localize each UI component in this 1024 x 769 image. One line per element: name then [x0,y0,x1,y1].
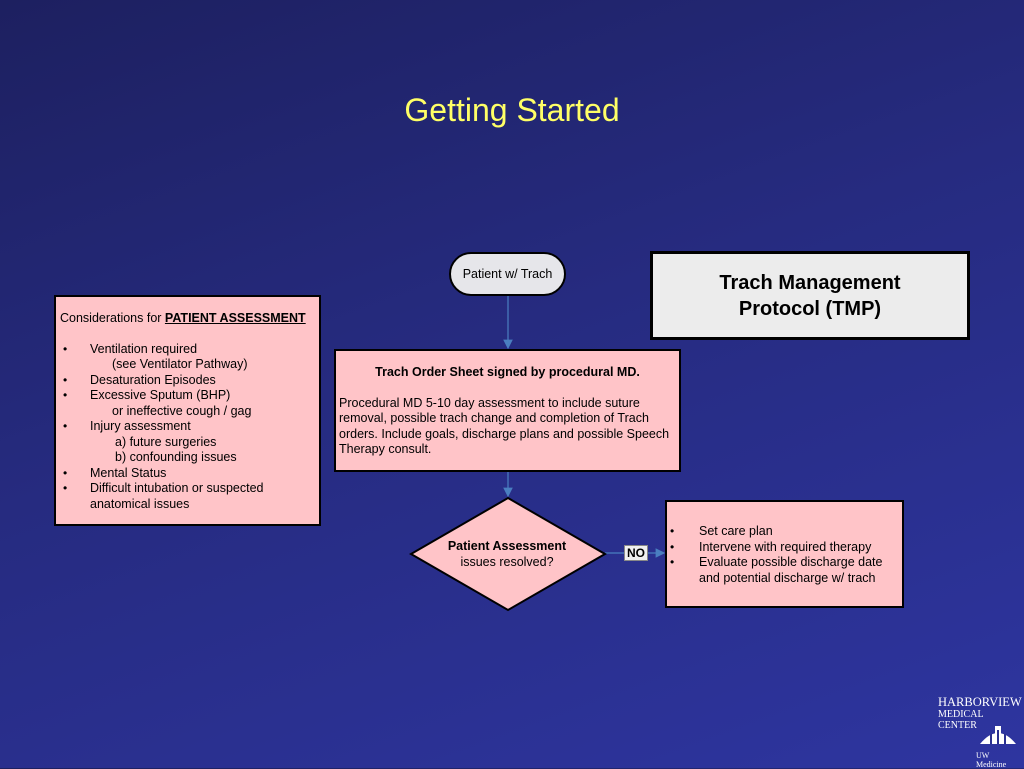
care-plan-list: Set care plan Intervene with required th… [667,524,898,586]
list-item: Difficult intubation or suspectedanatomi… [60,481,315,512]
order-sheet-heading: Trach Order Sheet signed by procedural M… [375,365,640,379]
tmp-line2: Protocol (TMP) [738,297,882,320]
order-sheet-body: Procedural MD 5-10 day assessment to inc… [339,395,670,457]
harborview-logo: HARBORVIEW MEDICAL CENTER UW Medicine [938,695,1022,769]
logo-line3: CENTER [938,720,977,731]
tmp-line1: Trach Management [719,271,901,294]
list-item: Ventilation required(see Ventilator Path… [60,342,315,373]
patient-assessment-label: PATIENT ASSESSMENT [164,311,306,325]
logo-line2: MEDICAL [938,709,984,720]
logo-line1: HARBORVIEW [938,695,1022,709]
tmp-title-box: Trach Management Protocol (TMP) [650,251,970,340]
considerations-intro: Considerations for PATIENT ASSESSMENT [60,311,306,325]
list-item: Mental Status [60,466,315,482]
care-plan-box: Set care plan Intervene with required th… [665,500,904,608]
list-item: Excessive Sputum (BHP)or ineffective cou… [60,388,315,419]
start-node: Patient w/ Trach [449,252,566,296]
list-item: Desaturation Episodes [60,373,315,389]
order-sheet-box: Trach Order Sheet signed by procedural M… [334,349,681,472]
decision-line1: Patient Assessment [447,539,567,553]
logo-line4: UW Medicine [976,751,1007,769]
list-item: Intervene with required therapy [667,540,898,556]
building-icon [980,726,1016,744]
considerations-box: Considerations for PATIENT ASSESSMENT Ve… [54,295,321,526]
considerations-list: Ventilation required(see Ventilator Path… [60,342,315,513]
decision-text: Patient Assessment issues resolved? [420,538,594,570]
decision-line2: issues resolved? [460,555,554,569]
decision-diamond [408,496,608,612]
slide-title: Getting Started [404,92,620,128]
no-label: NO [624,545,648,561]
list-item: Set care plan [667,524,898,540]
